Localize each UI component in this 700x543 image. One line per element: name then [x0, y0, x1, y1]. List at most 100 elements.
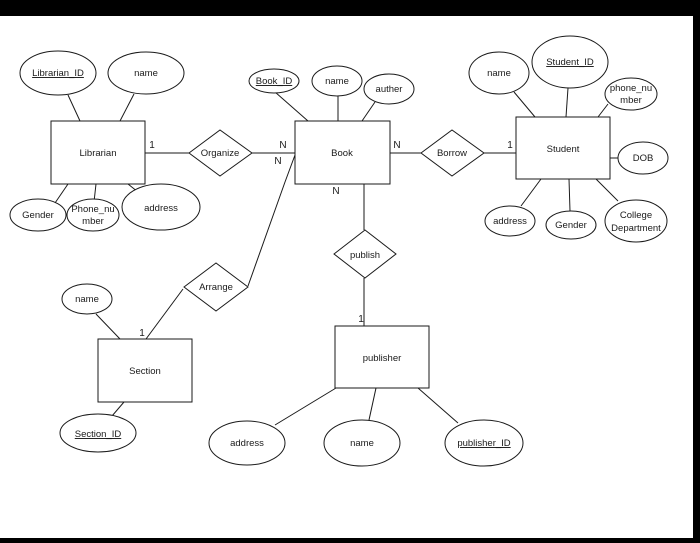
attr-student-address[interactable]	[484, 205, 536, 237]
line-section-id	[111, 401, 125, 417]
line-book-auther	[361, 101, 376, 122]
cardinality-publish-publisher: 1	[358, 314, 364, 325]
attr-section-id-label: Section_ID	[75, 429, 122, 440]
attr-book-id[interactable]	[248, 68, 300, 94]
publish-relationship-label: publish	[350, 250, 380, 261]
section-entity[interactable]	[97, 338, 193, 403]
line-section-name	[95, 313, 121, 340]
attr-librarian-phone-label-2: mber	[82, 216, 104, 227]
librarian-entity[interactable]	[50, 120, 146, 185]
cardinality-librarian-organize: 1	[149, 140, 155, 151]
attr-student-dob[interactable]	[617, 141, 669, 175]
organize-relationship-label: Organize	[201, 148, 240, 159]
attr-publisher-id[interactable]	[444, 419, 524, 467]
attr-section-name[interactable]	[61, 283, 113, 315]
attr-book-name[interactable]	[311, 65, 363, 97]
publish-relationship-group: publish	[333, 229, 397, 279]
attr-student-name[interactable]	[468, 51, 530, 95]
arrange-relationship[interactable]	[183, 262, 249, 312]
attr-student-college-label-2: Department	[611, 223, 661, 234]
line-publisher-id	[417, 387, 459, 424]
attr-librarian-name-label: name	[134, 68, 158, 79]
book-entity-label: Book	[331, 148, 353, 159]
attr-student-college[interactable]	[604, 199, 668, 243]
attr-librarian-address[interactable]	[121, 183, 201, 231]
borrow-relationship-label: Borrow	[437, 148, 467, 159]
cardinality-labels: 1 N N N 1 N 1 1	[139, 140, 513, 339]
borrow-relationship[interactable]	[420, 129, 485, 177]
attr-section-name-label: name	[75, 294, 99, 305]
cardinality-arrange-section: 1	[139, 328, 145, 339]
cardinality-book-borrow: N	[393, 140, 400, 151]
attr-book-auther-label: auther	[376, 84, 403, 95]
cardinality-book-arrange: N	[274, 156, 281, 167]
organize-relationship[interactable]	[188, 129, 253, 177]
attr-librarian-id-label: Librarian_ID	[32, 68, 84, 79]
attr-book-auther[interactable]	[363, 73, 415, 105]
attr-librarian-gender-label: Gender	[22, 210, 54, 221]
book-entity-group: Book Book_ID name auther	[248, 65, 415, 185]
publisher-entity[interactable]	[334, 325, 430, 389]
line-publisher-address	[274, 387, 337, 426]
section-entity-label: Section	[129, 366, 161, 377]
arrange-relationship-label: Arrange	[199, 282, 233, 293]
line-book-id	[274, 91, 309, 122]
attr-book-name-label: name	[325, 76, 349, 87]
line-librarian-gender	[54, 183, 69, 204]
attr-librarian-gender[interactable]	[9, 198, 67, 232]
cardinality-organize-book: N	[279, 140, 286, 151]
cardinality-book-publish: N	[332, 186, 339, 197]
attr-publisher-address-label: address	[230, 438, 264, 449]
line-student-name	[513, 91, 536, 118]
line-student-address	[520, 178, 542, 207]
student-entity[interactable]	[515, 116, 611, 180]
librarian-entity-group: Librarian Librarian_ID name Gender Phone…	[9, 50, 201, 232]
attr-student-id[interactable]	[531, 35, 609, 89]
attr-publisher-id-label: publisher_ID	[457, 438, 510, 449]
connector-lines	[54, 87, 619, 426]
attr-librarian-id[interactable]	[19, 50, 97, 96]
attr-student-college-label-1: College	[620, 210, 652, 221]
line-arrange-section	[145, 288, 184, 340]
arrange-relationship-group: Arrange	[183, 262, 249, 312]
attr-librarian-phone[interactable]	[66, 198, 120, 232]
section-entity-group: Section name Section_ID	[59, 283, 193, 453]
attr-librarian-name[interactable]	[107, 51, 185, 95]
line-book-arrange	[247, 154, 296, 287]
attr-librarian-address-label: address	[144, 203, 178, 214]
organize-relationship-group: Organize	[188, 129, 253, 177]
attr-student-dob-label: DOB	[633, 153, 654, 164]
attr-student-address-label: address	[493, 216, 527, 227]
attr-student-phone[interactable]	[604, 77, 658, 111]
attr-librarian-phone-label-1: Phone_nu	[71, 204, 114, 215]
attr-book-id-label: Book_ID	[256, 76, 293, 87]
attr-student-id-label: Student_ID	[546, 57, 594, 68]
attr-student-phone-label-1: phone_nu	[610, 83, 652, 94]
attr-section-id[interactable]	[59, 413, 137, 453]
student-entity-label: Student	[547, 144, 580, 155]
line-student-id	[565, 87, 569, 118]
publish-relationship[interactable]	[333, 229, 397, 279]
line-librarian-id	[67, 94, 81, 122]
line-student-college	[595, 178, 619, 202]
librarian-entity-label: Librarian	[80, 148, 117, 159]
borrow-relationship-group: Borrow	[420, 129, 485, 177]
student-entity-group: Student name Student_ID phone_nu mber DO…	[468, 35, 669, 243]
attr-student-gender[interactable]	[545, 210, 597, 240]
attr-student-phone-label-2: mber	[620, 95, 642, 106]
line-publisher-name	[368, 387, 377, 421]
attr-publisher-address[interactable]	[208, 420, 286, 466]
publisher-entity-label: publisher	[363, 353, 402, 364]
publisher-entity-group: publisher address name publisher_ID	[208, 325, 524, 467]
line-librarian-name	[119, 93, 135, 122]
book-entity[interactable]	[294, 120, 391, 185]
line-student-phone	[597, 103, 609, 118]
attr-publisher-name[interactable]	[323, 419, 401, 467]
cardinality-borrow-student: 1	[507, 140, 513, 151]
line-student-gender	[568, 178, 571, 212]
attr-student-gender-label: Gender	[555, 220, 587, 231]
attr-publisher-name-label: name	[350, 438, 374, 449]
attr-student-name-label: name	[487, 68, 511, 79]
